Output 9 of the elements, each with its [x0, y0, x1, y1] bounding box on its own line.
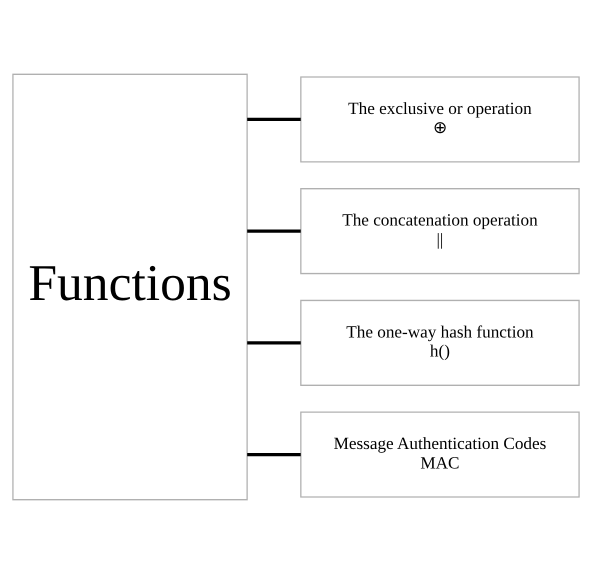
node-box: Functions — [12, 74, 248, 500]
connector — [247, 452, 301, 456]
node-box: The exclusive or operation ⊕ — [300, 76, 580, 162]
node-box: Message Authentication Codes MAC — [300, 412, 580, 498]
connector — [247, 230, 301, 233]
node-box: The one-way hash function h() — [300, 300, 580, 386]
node-box: The concatenation operation || — [300, 188, 580, 274]
connector — [247, 341, 301, 344]
connector — [247, 118, 301, 122]
